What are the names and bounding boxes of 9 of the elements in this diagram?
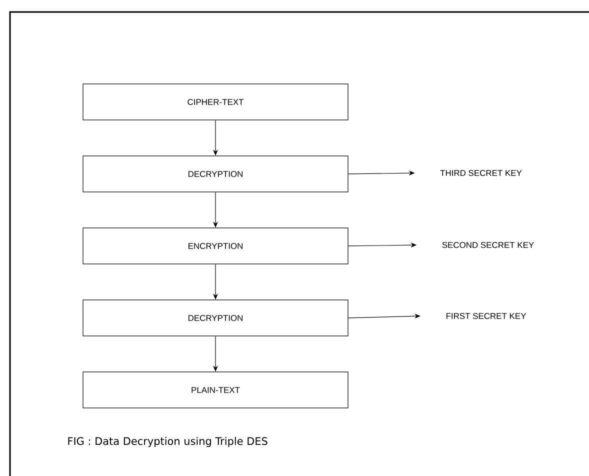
process-box: PLAIN-TEXT [82,372,348,408]
figure-caption: FIG : Data Decryption using Triple DES [68,436,268,448]
process-box: DECRYPTION [82,300,348,336]
process-box: CIPHER-TEXT [82,84,348,120]
key-label: SECOND SECRET KEY [442,242,534,248]
process-box: ENCRYPTION [82,228,348,264]
key-label: THIRD SECRET KEY [440,170,522,176]
process-box: DECRYPTION [82,156,348,192]
key-label: FIRST SECRET KEY [446,313,526,319]
